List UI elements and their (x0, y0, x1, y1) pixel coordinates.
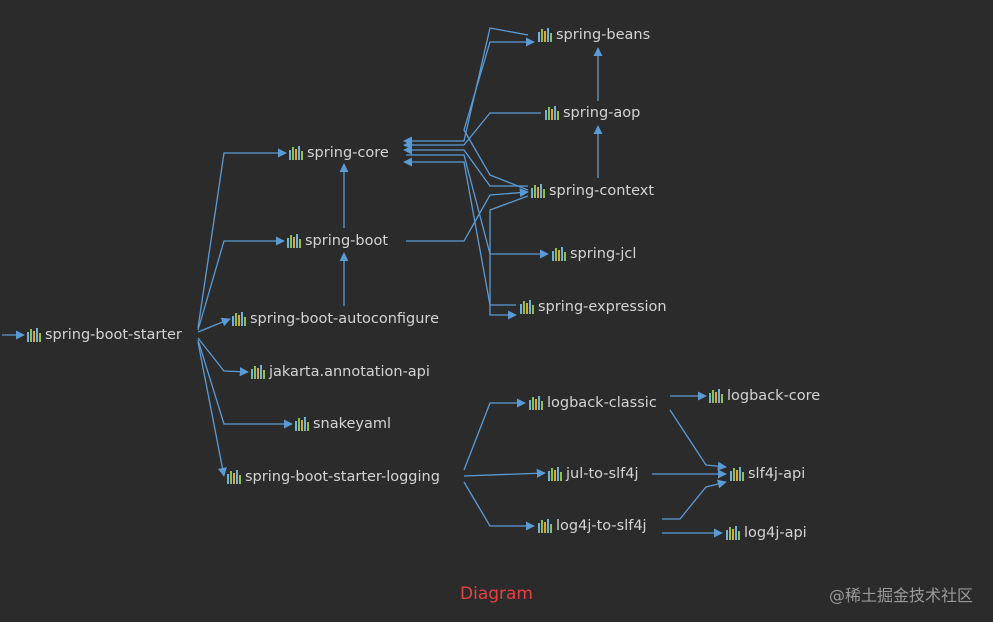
node-log4j-to-slf4j[interactable]: log4j-to-slf4j (538, 515, 647, 537)
maven-library-icon (548, 467, 562, 481)
edge-logging-to-jul (463, 468, 546, 478)
edge-starter-to-autoconfigure (197, 317, 231, 333)
node-label: log4j-to-slf4j (556, 518, 647, 534)
maven-library-icon (726, 526, 740, 540)
maven-library-icon (531, 184, 545, 198)
node-logback-core[interactable]: logback-core (709, 385, 820, 407)
node-label: spring-core (307, 145, 389, 161)
node-label: snakeyaml (313, 416, 392, 432)
maven-library-icon (730, 467, 744, 481)
node-label: spring-beans (556, 27, 651, 43)
edge-starter-to-jakarta (197, 337, 249, 377)
edge-spring-expression-to-spring-core (403, 157, 516, 306)
node-label: spring-context (549, 183, 655, 199)
node-spring-expression[interactable]: spring-expression (520, 296, 667, 318)
node-label: slf4j-api (748, 466, 806, 482)
node-snakeyaml[interactable]: snakeyaml (295, 413, 391, 435)
node-jakarta-annotation-api[interactable]: jakarta.annotation-api (251, 361, 430, 383)
node-jul-to-slf4j[interactable]: jul-to-slf4j (548, 463, 638, 485)
node-label: logback-classic (547, 395, 657, 411)
edge-logging-to-logback-classic (463, 398, 526, 471)
node-spring-core[interactable]: spring-core (289, 142, 389, 164)
maven-library-icon (287, 234, 301, 248)
maven-library-icon (552, 247, 566, 261)
node-spring-beans[interactable]: spring-beans (538, 24, 650, 46)
maven-library-icon (529, 396, 543, 410)
node-spring-boot-starter-logging[interactable]: spring-boot-starter-logging (227, 466, 440, 488)
node-label: spring-expression (538, 299, 667, 315)
edge-starter-to-logging (197, 341, 227, 477)
node-log4j-api[interactable]: log4j-api (726, 522, 807, 544)
maven-library-icon (520, 300, 534, 314)
node-label: spring-jcl (570, 246, 637, 262)
node-spring-context[interactable]: spring-context (531, 180, 654, 202)
diagram-caption: Diagram (460, 584, 533, 604)
node-spring-aop[interactable]: spring-aop (545, 102, 640, 124)
maven-library-icon (709, 389, 723, 403)
node-label: spring-boot-starter (45, 327, 182, 343)
node-label: spring-boot-starter-logging (245, 469, 440, 485)
edge-logback-classic-to-slf4j (669, 409, 727, 471)
watermark: @稀土掘金技术社区 (828, 586, 973, 605)
edge-spring-core-to-spring-jcl (406, 154, 549, 259)
edge-spring-context-to-spring-beans (463, 37, 535, 191)
edge-spring-context-to-spring-core (403, 145, 528, 187)
node-spring-jcl[interactable]: spring-jcl (552, 243, 636, 265)
node-label: log4j-api (744, 525, 807, 541)
edge-spring-context-to-spring-expression (489, 195, 529, 320)
edge-starter-to-spring-core (197, 148, 287, 329)
node-spring-boot-starter[interactable]: spring-boot-starter (27, 324, 182, 346)
edge-starter-to-spring-boot (197, 236, 285, 331)
node-label: jakarta.annotation-api (269, 364, 430, 380)
maven-library-icon (27, 328, 41, 342)
node-spring-boot-autoconfigure[interactable]: spring-boot-autoconfigure (232, 308, 439, 330)
maven-library-icon (251, 365, 265, 379)
edge-logging-to-log4j-to-slf4j (463, 481, 535, 531)
edge-spring-boot-to-spring-context (406, 188, 529, 242)
node-label: spring-boot (305, 233, 389, 249)
node-label: jul-to-slf4j (566, 466, 639, 482)
node-slf4j-api[interactable]: slf4j-api (730, 463, 805, 485)
node-label: spring-aop (563, 105, 641, 121)
maven-library-icon (227, 470, 241, 484)
edge-log4j-to-slf4j-api (662, 479, 727, 520)
node-logback-classic[interactable]: logback-classic (529, 392, 657, 414)
maven-library-icon (538, 28, 552, 42)
node-spring-boot[interactable]: spring-boot (287, 230, 388, 252)
edge-spring-aop-to-spring-core (403, 112, 541, 150)
node-label: logback-core (727, 388, 821, 404)
maven-library-icon (295, 417, 309, 431)
node-label: spring-boot-autoconfigure (250, 311, 439, 327)
maven-library-icon (289, 146, 303, 160)
maven-library-icon (538, 519, 552, 533)
edge-starter-to-snakeyaml (197, 339, 293, 429)
maven-library-icon (545, 106, 559, 120)
maven-library-icon (232, 312, 246, 326)
